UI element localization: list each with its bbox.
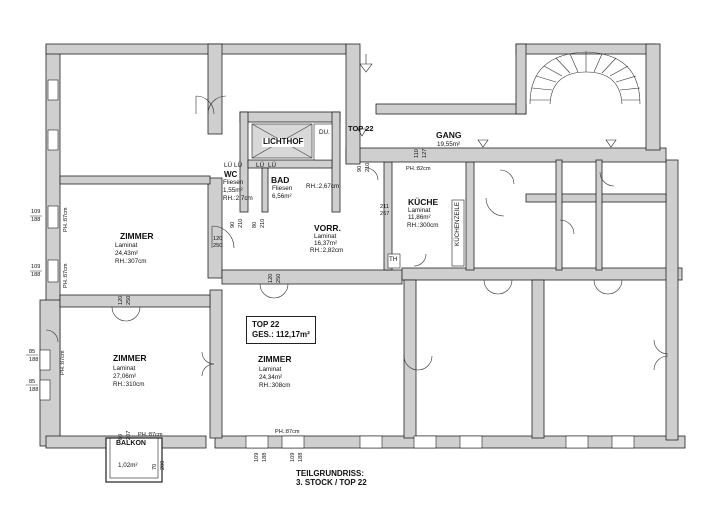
dimension-6-bottom: 250 xyxy=(276,273,282,283)
wc-height: RH.:2,7cm xyxy=(223,195,253,202)
zimmer1-height: RH.:307cm xyxy=(115,258,147,265)
zimmer1-name: ZIMMER xyxy=(120,231,154,241)
wc-floor: Fliesen xyxy=(223,179,244,186)
dimension-1-top: 109 xyxy=(31,209,41,215)
plan-title-line1: TEILGRUNDRISS: xyxy=(296,469,364,478)
vorr-name: VORR. xyxy=(314,223,341,233)
lu-label-2: LÜ xyxy=(268,162,277,169)
parapet-label-2: PH.:87cm xyxy=(63,263,69,288)
dimension-1-bottom: 188 xyxy=(31,217,41,223)
dimension-7-top: 120 xyxy=(118,295,124,305)
kueche-name: KÜCHE xyxy=(408,197,439,207)
bad-name: BAD xyxy=(271,175,290,185)
zimmer1-floor: Laminat xyxy=(115,242,138,249)
dimension-12-top: 110 xyxy=(414,149,420,158)
total-area-box: TOP 22 GES.: 112,17m² xyxy=(246,316,316,344)
dimension-4-top: 85 xyxy=(29,379,36,385)
dimension-11-top: 80 xyxy=(118,433,124,440)
dimension-5-bottom: 250 xyxy=(213,243,223,249)
dimension-2-top: 109 xyxy=(31,264,41,270)
balkon-area: 1,02m² xyxy=(118,462,138,469)
dimension-13-bottom: 267 xyxy=(380,211,390,217)
wc-name: WC xyxy=(224,170,238,179)
dimension-14-bottom: 188 xyxy=(262,452,268,462)
gang-area: 19,55m² xyxy=(437,141,461,148)
dimension-7-bottom: 250 xyxy=(126,295,132,305)
kuechenzeile-label: KÜCHENZEILE xyxy=(454,201,461,246)
dimension-5-top: 120 xyxy=(213,236,223,242)
dimension-3-bottom: 188 xyxy=(29,357,39,363)
total-label: TOP 22 xyxy=(252,320,280,329)
dimension-6-top: 120 xyxy=(268,273,274,283)
balkon-name: BALKON xyxy=(116,440,146,447)
dimension-8-top: 90 xyxy=(230,221,236,228)
du-name: DU. xyxy=(319,129,330,136)
bad-floor: Fliesen xyxy=(272,185,293,192)
zimmer2-height: RH.:310cm xyxy=(113,381,145,388)
total-area: GES.: 112,17m² xyxy=(252,330,310,339)
dimension-12-bottom: 127 xyxy=(422,148,428,158)
lu-label-1: LÜ xyxy=(256,162,265,169)
th-label: TH xyxy=(389,256,398,263)
dimension-15-bottom: 188 xyxy=(298,452,304,462)
zimmer3-height: RH.:308cm xyxy=(259,382,291,389)
top22-marker: TOP 22 xyxy=(348,124,374,133)
zimmer3-name: ZIMMER xyxy=(258,354,292,364)
zimmer2-floor: Laminat xyxy=(113,365,136,372)
zimmer3-floor: Laminat xyxy=(259,366,282,373)
plan-title-line2: 3. STOCK / TOP 22 xyxy=(296,478,367,487)
dimension-9-bottom: 210 xyxy=(365,162,371,172)
lu-label-4: LÜ xyxy=(234,162,243,169)
dimension-15-top: 109 xyxy=(290,452,296,462)
parapet-label-5: PH.:87cm xyxy=(275,429,300,435)
dimension-11-bottom: 207 xyxy=(126,430,132,440)
zimmer3-area: 24,34m² xyxy=(259,374,283,381)
vorr-height: RH.:2,82cm xyxy=(310,247,344,254)
gang-name: GANG xyxy=(436,130,462,140)
wc-area: 1,55m² xyxy=(223,187,243,194)
dimension-10-top: 80 xyxy=(252,221,258,228)
lichthof-name: LICHTHOF xyxy=(262,137,305,147)
zimmer2-area: 27,06m² xyxy=(113,373,137,380)
dimension-14-top: 109 xyxy=(254,452,260,462)
zimmer1-area: 24,43m² xyxy=(115,250,139,257)
kueche-floor: Laminat xyxy=(408,207,431,214)
vorr-floor: Laminat xyxy=(314,233,337,240)
bad-area: 6,56m² xyxy=(272,193,292,200)
lu-label-3: LÜ xyxy=(224,162,233,169)
dimension-13-top: 211 xyxy=(380,204,389,210)
parapet-label-6: PH.:82cm xyxy=(406,166,431,172)
bad-height: RH.:2,67cm xyxy=(306,183,340,190)
dimension-8-bottom: 210 xyxy=(238,218,244,228)
kueche-height: RH.:300cm xyxy=(407,222,439,229)
parapet-label-4: PH.:87cm xyxy=(138,432,163,438)
dimension-4-bottom: 188 xyxy=(29,387,39,393)
dimension-16-top: 70 xyxy=(152,463,158,470)
dimension-2-bottom: 188 xyxy=(31,272,41,278)
plan-title: TEILGRUNDRISS: 3. STOCK / TOP 22 xyxy=(296,469,367,487)
zimmer2-name: ZIMMER xyxy=(113,353,147,363)
kueche-area: 11,86m² xyxy=(408,214,431,221)
dimension-3-top: 85 xyxy=(29,349,36,355)
dimension-9-top: 90 xyxy=(357,165,363,172)
vorr-area: 16,37m² xyxy=(314,240,338,247)
dimension-16-bottom: 200 xyxy=(160,460,166,470)
parapet-label-1: PH.:87cm xyxy=(63,207,69,232)
parapet-label-3: PH.:87cm xyxy=(60,350,66,375)
dimension-10-bottom: 210 xyxy=(260,218,266,228)
